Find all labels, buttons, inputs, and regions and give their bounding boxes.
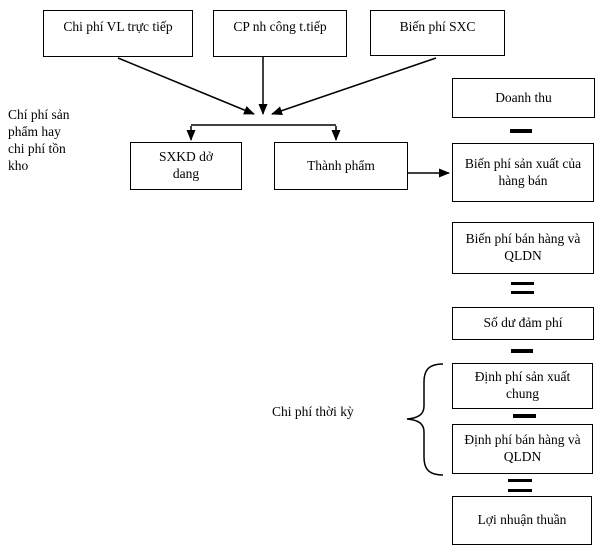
box-bien-phi-ban-hang-qldn: Biến phí bán hàng và QLDN xyxy=(452,222,594,274)
box-sxkd-do-dang: SXKD dở dang xyxy=(130,142,242,190)
box-label: SXKD dở dang xyxy=(158,149,214,181)
equals-operator xyxy=(511,282,534,294)
box-label: CP nh công t.tiếp xyxy=(233,19,327,34)
equals-operator xyxy=(508,479,532,492)
box-dinh-phi-ban-hang-qldn: Định phí bán hàng và QLDN xyxy=(452,424,593,474)
arrow-sxc-to-merge xyxy=(271,57,437,116)
arrow-vl-to-merge xyxy=(117,57,255,115)
box-bien-phi-sxc: Biến phí SXC xyxy=(370,10,505,56)
box-label: Doanh thu xyxy=(495,89,552,105)
minus-operator xyxy=(513,414,536,418)
box-bien-phi-san-xuat-hang-ban: Biến phí sản xuất của hàng bán xyxy=(452,143,594,202)
box-loi-nhuan-thuan: Lợi nhuận thuần xyxy=(452,496,592,545)
note-line: chi phí tồn xyxy=(8,141,66,156)
box-label: Định phí sản xuất chung xyxy=(474,369,571,401)
box-label: Chi phí VL trực tiếp xyxy=(63,19,173,34)
box-label: Số dư đảm phí xyxy=(483,315,563,331)
box-doanh-thu: Doanh thu xyxy=(452,78,595,118)
box-label: Biến phí SXC xyxy=(399,19,476,34)
box-so-du-dam-phi: Số dư đảm phí xyxy=(452,307,594,340)
note-line: phẩm hay xyxy=(8,124,61,139)
period-brace xyxy=(406,363,444,476)
note-line: Chí phí sản xyxy=(8,107,70,122)
minus-operator xyxy=(510,129,532,133)
box-label: Biến phí sản xuất của hàng bán xyxy=(464,155,582,188)
minus-operator xyxy=(511,349,533,353)
box-label: Định phí bán hàng và QLDN xyxy=(464,432,581,464)
box-label: Biến phí bán hàng và QLDN xyxy=(465,231,581,263)
box-cp-nhan-cong-truc-tiep: CP nh công t.tiếp xyxy=(213,10,347,57)
box-label: Thành phẩm xyxy=(307,157,375,173)
note-chi-phi-san-pham: Chí phí sản phẩm hay chi phí tồn kho xyxy=(8,106,70,174)
label-chi-phi-thoi-ky: Chi phí thời kỳ xyxy=(272,404,354,419)
box-chi-phi-vl-truc-tiep: Chi phí VL trực tiếp xyxy=(43,10,193,57)
box-dinh-phi-san-xuat-chung: Định phí sản xuất chung xyxy=(452,363,593,409)
note-line: kho xyxy=(8,158,29,173)
box-thanh-pham: Thành phẩm xyxy=(274,142,408,190)
box-label: Lợi nhuận thuần xyxy=(477,512,567,528)
